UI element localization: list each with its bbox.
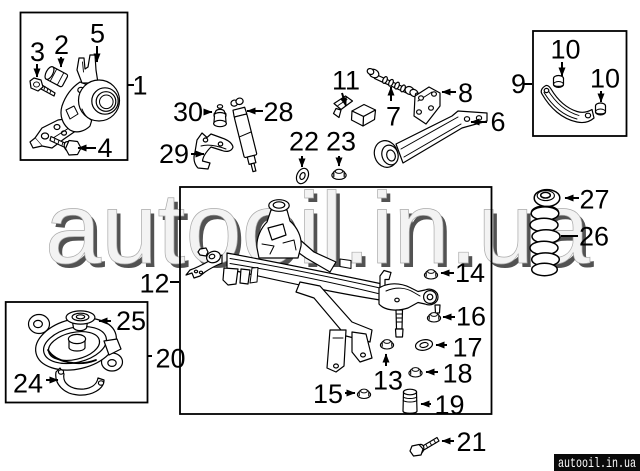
svg-text:4: 4 <box>98 133 113 163</box>
svg-text:autooil.in.ua: autooil.in.ua <box>558 456 636 471</box>
svg-text:10: 10 <box>551 35 581 65</box>
svg-text:7: 7 <box>386 102 401 132</box>
svg-text:16: 16 <box>456 302 486 332</box>
svg-text:autooil.in.ua: autooil.in.ua <box>45 173 591 285</box>
svg-text:6: 6 <box>491 107 506 137</box>
svg-text:autooil.in.ua: autooil.in.ua <box>49 177 595 289</box>
svg-text:14: 14 <box>455 258 485 288</box>
svg-text:24: 24 <box>13 369 43 399</box>
svg-text:13: 13 <box>373 366 403 396</box>
svg-text:8: 8 <box>458 78 473 108</box>
svg-text:9: 9 <box>511 69 526 99</box>
svg-text:28: 28 <box>264 97 294 127</box>
svg-text:1: 1 <box>133 71 148 101</box>
svg-text:21: 21 <box>457 427 487 457</box>
svg-text:10: 10 <box>590 64 620 94</box>
svg-text:17: 17 <box>453 333 483 363</box>
svg-text:25: 25 <box>116 306 146 336</box>
svg-text:20: 20 <box>156 344 186 374</box>
svg-text:23: 23 <box>326 127 356 157</box>
svg-text:27: 27 <box>580 185 610 215</box>
svg-text:15: 15 <box>313 379 343 409</box>
svg-text:26: 26 <box>579 222 609 252</box>
svg-text:30: 30 <box>173 97 203 127</box>
svg-text:22: 22 <box>289 127 319 157</box>
svg-text:12: 12 <box>140 269 170 299</box>
svg-text:19: 19 <box>435 390 465 420</box>
svg-text:3: 3 <box>30 37 45 67</box>
svg-text:29: 29 <box>159 139 189 169</box>
svg-text:18: 18 <box>443 359 473 389</box>
svg-text:11: 11 <box>332 66 360 96</box>
svg-text:5: 5 <box>90 19 105 49</box>
svg-text:2: 2 <box>54 30 69 60</box>
